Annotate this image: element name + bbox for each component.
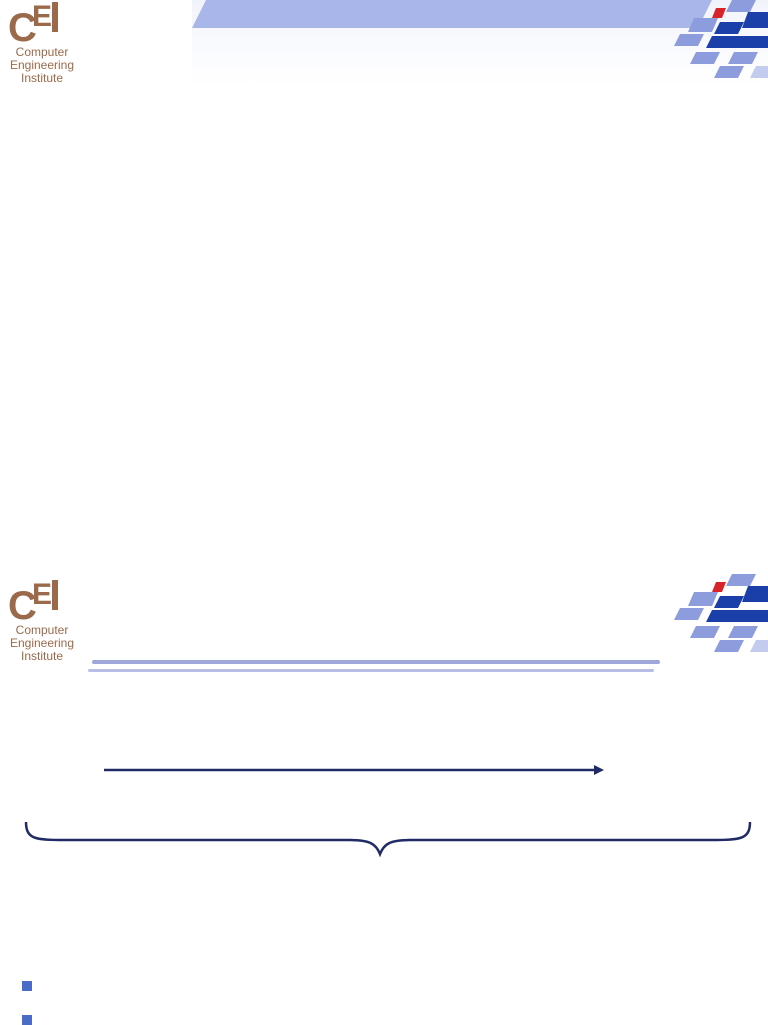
logo-letter-e: E <box>32 0 53 33</box>
logo-letter-c: C <box>8 6 37 50</box>
cei-logo-2: C E Computer Engineering Institute <box>0 578 84 666</box>
logo-letter-i-bar <box>52 2 58 32</box>
slide-bottom: C E Computer Engineering Institute <box>0 560 768 1025</box>
header-band <box>192 0 768 86</box>
logo-wordmark: Computer Engineering Institute <box>0 46 84 85</box>
logo-mark: C E <box>8 0 72 50</box>
logo-line-institute: Institute <box>20 649 64 663</box>
logo-wordmark: Computer Engineering Institute <box>0 624 84 663</box>
logo-line-engineering: Engineering <box>9 636 75 650</box>
logo-mark: C E <box>8 578 72 628</box>
bullet-marker <box>22 981 32 991</box>
logo-line-computer: Computer <box>15 45 69 59</box>
curly-brace-icon <box>24 821 752 858</box>
slide-top: C E Computer Engineering Institute <box>0 0 768 88</box>
right-arrow-icon <box>104 765 604 775</box>
logo-letter-e: E <box>32 578 53 611</box>
bullet-marker <box>22 1015 32 1025</box>
checker-decoration <box>674 0 768 78</box>
logo-line-institute: Institute <box>20 71 64 85</box>
logo-letter-i-bar <box>52 580 58 610</box>
logo-line-computer: Computer <box>15 623 69 637</box>
title-underline-secondary <box>88 669 654 672</box>
checker-decoration-2 <box>674 574 768 652</box>
cei-logo: C E Computer Engineering Institute <box>0 0 84 88</box>
logo-letter-c: C <box>8 584 37 628</box>
title-underline-primary <box>92 660 660 664</box>
logo-line-engineering: Engineering <box>9 58 75 72</box>
